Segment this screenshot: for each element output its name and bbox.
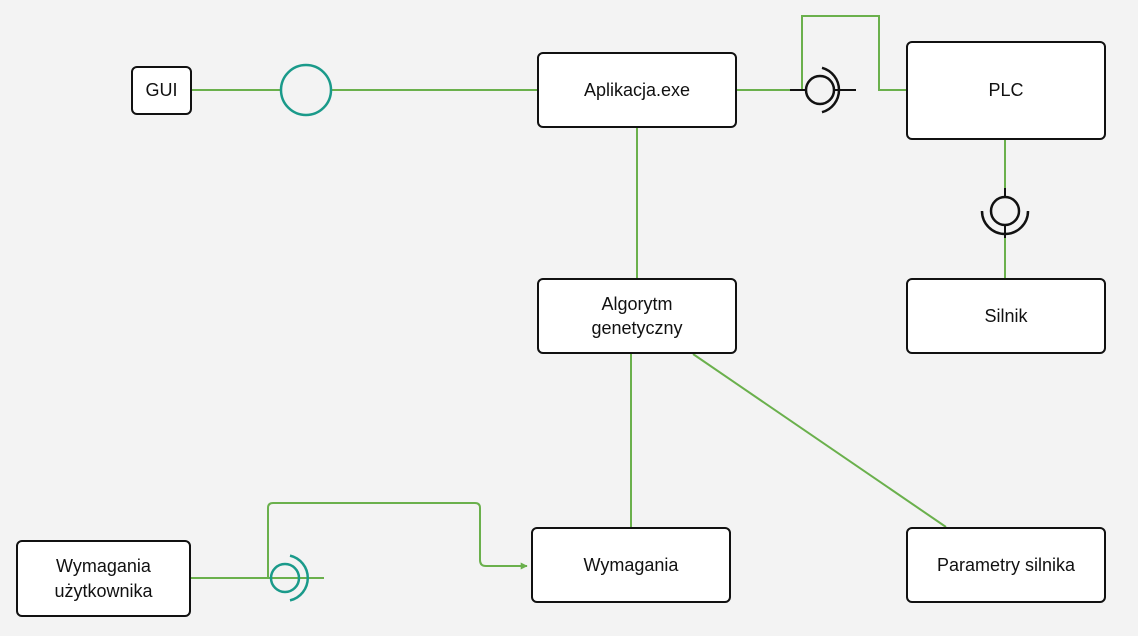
node-algorytm-genetyczny[interactable]: Algorytm genetyczny xyxy=(537,278,737,354)
interface-ball-user[interactable] xyxy=(269,562,301,594)
node-silnik[interactable]: Silnik xyxy=(906,278,1106,354)
connector-socket-plc[interactable] xyxy=(801,15,906,91)
node-aplikacja-label: Aplikacja.exe xyxy=(583,79,691,100)
interface-socket-plc xyxy=(821,66,841,114)
node-wymagania-uzytkownika-label: Wymagania użytkownika xyxy=(54,556,153,601)
connector-algo-param[interactable] xyxy=(692,353,947,528)
interface-socket-silnik xyxy=(980,210,1030,236)
node-plc[interactable]: PLC xyxy=(906,41,1106,140)
node-plc-label: PLC xyxy=(988,80,1024,101)
node-aplikacja[interactable]: Aplikacja.exe xyxy=(537,52,737,128)
node-parametry-silnika[interactable]: Parametry silnika xyxy=(906,527,1106,603)
node-gui-label: GUI xyxy=(145,80,178,101)
node-silnik-label: Silnik xyxy=(984,305,1028,326)
node-wymagania-label: Wymagania xyxy=(583,554,679,575)
node-wymagania-uzytkownika[interactable]: Wymagania użytkownika xyxy=(16,540,191,617)
interface-ball-silnik[interactable] xyxy=(989,195,1021,227)
interface-socket-user xyxy=(289,554,310,602)
node-parametry-silnika-label: Parametry silnika xyxy=(936,554,1076,575)
node-wymagania[interactable]: Wymagania xyxy=(531,527,731,603)
interface-ball-plc[interactable] xyxy=(804,74,836,106)
node-algorytm-genetyczny-label: Algorytm genetyczny xyxy=(591,293,683,338)
node-gui[interactable]: GUI xyxy=(131,66,192,115)
interface-lollipop-gui[interactable] xyxy=(279,63,333,117)
connector-socket-wymagania[interactable] xyxy=(267,502,528,578)
